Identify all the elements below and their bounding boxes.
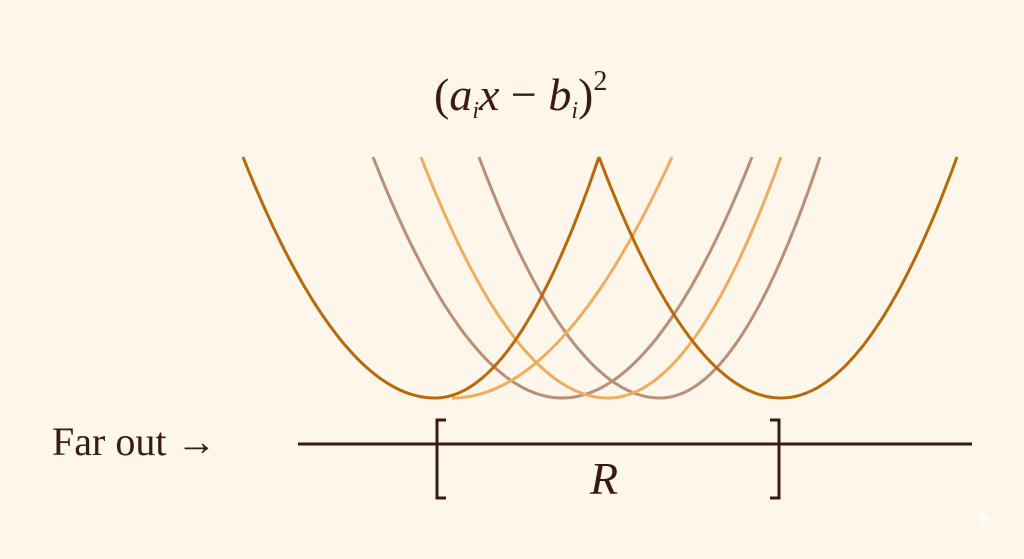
var-x: x bbox=[479, 69, 500, 120]
region-label: R bbox=[590, 453, 619, 504]
formula-title: (aix − bi)2 bbox=[434, 66, 607, 125]
minus-sign: − bbox=[499, 69, 549, 120]
parabola-curve-1 bbox=[371, 156, 754, 400]
subscript-i: i bbox=[571, 98, 579, 124]
right-bracket bbox=[770, 418, 781, 500]
far-out-text: Far out bbox=[52, 419, 167, 464]
parabola-curve-3 bbox=[451, 156, 674, 400]
var-a: a bbox=[449, 69, 473, 120]
paren-close: ) bbox=[578, 69, 594, 120]
subscript-i: i bbox=[472, 98, 479, 124]
left-bracket bbox=[435, 418, 446, 500]
parabola-curve-6 bbox=[597, 156, 959, 400]
parabola-curve-5 bbox=[241, 156, 601, 400]
arrow-right-icon: → bbox=[176, 419, 217, 464]
sparkle-icon: ✦ bbox=[972, 504, 994, 534]
parabola-curve-4 bbox=[419, 156, 783, 400]
paren-open: ( bbox=[434, 69, 450, 120]
far-out-label: Far out → bbox=[52, 418, 216, 465]
parabola-curve-2 bbox=[477, 156, 822, 400]
var-b: b bbox=[548, 69, 572, 120]
exponent: 2 bbox=[593, 66, 608, 97]
